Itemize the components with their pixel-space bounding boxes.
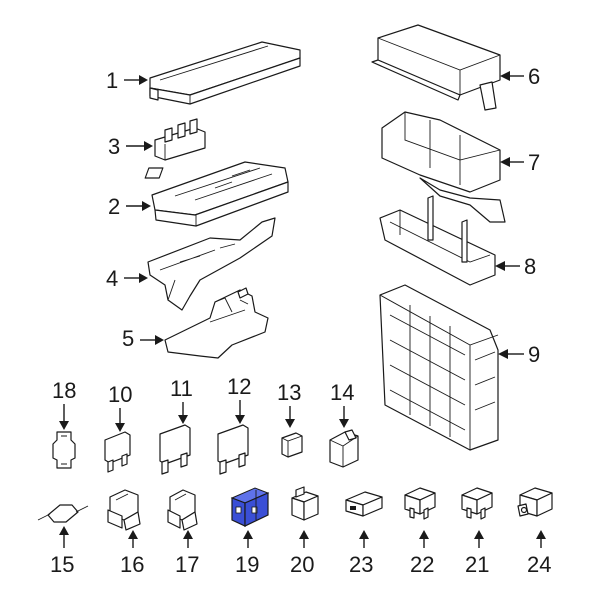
svg-text:9: 9 bbox=[528, 342, 540, 367]
part-19-relay-highlighted[interactable] bbox=[230, 487, 270, 527]
callout-14: 14 bbox=[330, 380, 354, 428]
svg-text:24: 24 bbox=[527, 552, 551, 577]
part-9-main-fuse-block[interactable] bbox=[379, 284, 499, 451]
part-24-relay-with-bracket[interactable] bbox=[517, 487, 553, 517]
part-1-upper-cover[interactable] bbox=[149, 41, 301, 105]
svg-text:1: 1 bbox=[106, 68, 118, 93]
part-20-relay[interactable] bbox=[291, 486, 319, 521]
svg-text:23: 23 bbox=[349, 552, 373, 577]
callout-17: 17 bbox=[175, 530, 199, 577]
callout-11: 11 bbox=[170, 376, 193, 424]
svg-text:12: 12 bbox=[227, 374, 251, 399]
svg-text:11: 11 bbox=[170, 376, 193, 401]
callout-8: 8 bbox=[495, 254, 536, 279]
svg-text:7: 7 bbox=[528, 150, 540, 175]
part-11-maxi-fuse[interactable] bbox=[159, 424, 191, 475]
svg-text:22: 22 bbox=[410, 552, 434, 577]
callout-20: 20 bbox=[290, 530, 314, 577]
part-18-fuse-link[interactable] bbox=[52, 431, 76, 469]
part-10-mini-fuse[interactable] bbox=[104, 431, 131, 473]
svg-text:16: 16 bbox=[120, 552, 144, 577]
part-14-fuse-cap[interactable] bbox=[329, 429, 359, 468]
svg-text:13: 13 bbox=[277, 380, 301, 405]
part-2-fuse-holder[interactable] bbox=[144, 161, 289, 227]
svg-text:8: 8 bbox=[524, 254, 536, 279]
svg-text:6: 6 bbox=[528, 64, 540, 89]
svg-text:4: 4 bbox=[106, 266, 118, 291]
svg-text:14: 14 bbox=[330, 380, 354, 405]
callout-2: 2 bbox=[108, 194, 151, 219]
callout-4: 4 bbox=[106, 266, 148, 291]
callout-10: 10 bbox=[108, 382, 132, 432]
part-13-cartridge-fuse[interactable] bbox=[281, 432, 303, 458]
part-4-bracket[interactable] bbox=[147, 217, 276, 311]
svg-text:21: 21 bbox=[465, 552, 489, 577]
callout-13: 13 bbox=[277, 380, 301, 428]
callout-5: 5 bbox=[122, 326, 164, 351]
part-21-relay[interactable] bbox=[461, 487, 493, 520]
callout-18: 18 bbox=[52, 378, 76, 430]
part-5-support-bracket[interactable] bbox=[164, 287, 269, 359]
part-6-main-cover[interactable] bbox=[371, 24, 501, 111]
callout-3: 3 bbox=[108, 134, 153, 159]
callout-21: 21 bbox=[465, 530, 489, 577]
svg-text:19: 19 bbox=[235, 552, 259, 577]
part-16-fuse-holder[interactable] bbox=[107, 489, 141, 531]
callout-16: 16 bbox=[120, 530, 144, 577]
part-12-maxi-fuse[interactable] bbox=[217, 424, 249, 475]
part-15-diode[interactable] bbox=[37, 504, 89, 523]
svg-text:15: 15 bbox=[50, 552, 74, 577]
callout-22: 22 bbox=[410, 530, 434, 577]
svg-text:17: 17 bbox=[175, 552, 199, 577]
callout-7: 7 bbox=[500, 150, 540, 175]
svg-text:20: 20 bbox=[290, 552, 314, 577]
part-7-harness-tray[interactable] bbox=[381, 111, 506, 223]
callout-9: 9 bbox=[498, 342, 540, 367]
svg-text:5: 5 bbox=[122, 326, 134, 351]
part-22-relay[interactable] bbox=[404, 487, 436, 520]
svg-text:10: 10 bbox=[108, 382, 132, 407]
callout-6: 6 bbox=[500, 64, 540, 89]
part-3-connector-block[interactable] bbox=[154, 118, 206, 161]
callout-12: 12 bbox=[227, 374, 251, 424]
svg-text:3: 3 bbox=[108, 134, 120, 159]
svg-text:2: 2 bbox=[108, 194, 120, 219]
svg-text:18: 18 bbox=[52, 378, 76, 403]
part-23-flat-relay[interactable] bbox=[345, 491, 383, 517]
part-8-lower-tray[interactable] bbox=[379, 195, 496, 286]
callout-24: 24 bbox=[527, 530, 551, 577]
callout-19: 19 bbox=[235, 530, 259, 577]
callout-1: 1 bbox=[106, 68, 148, 93]
callout-15: 15 bbox=[50, 526, 74, 577]
part-17-fuse-holder[interactable] bbox=[167, 489, 198, 531]
callout-23: 23 bbox=[349, 530, 373, 577]
